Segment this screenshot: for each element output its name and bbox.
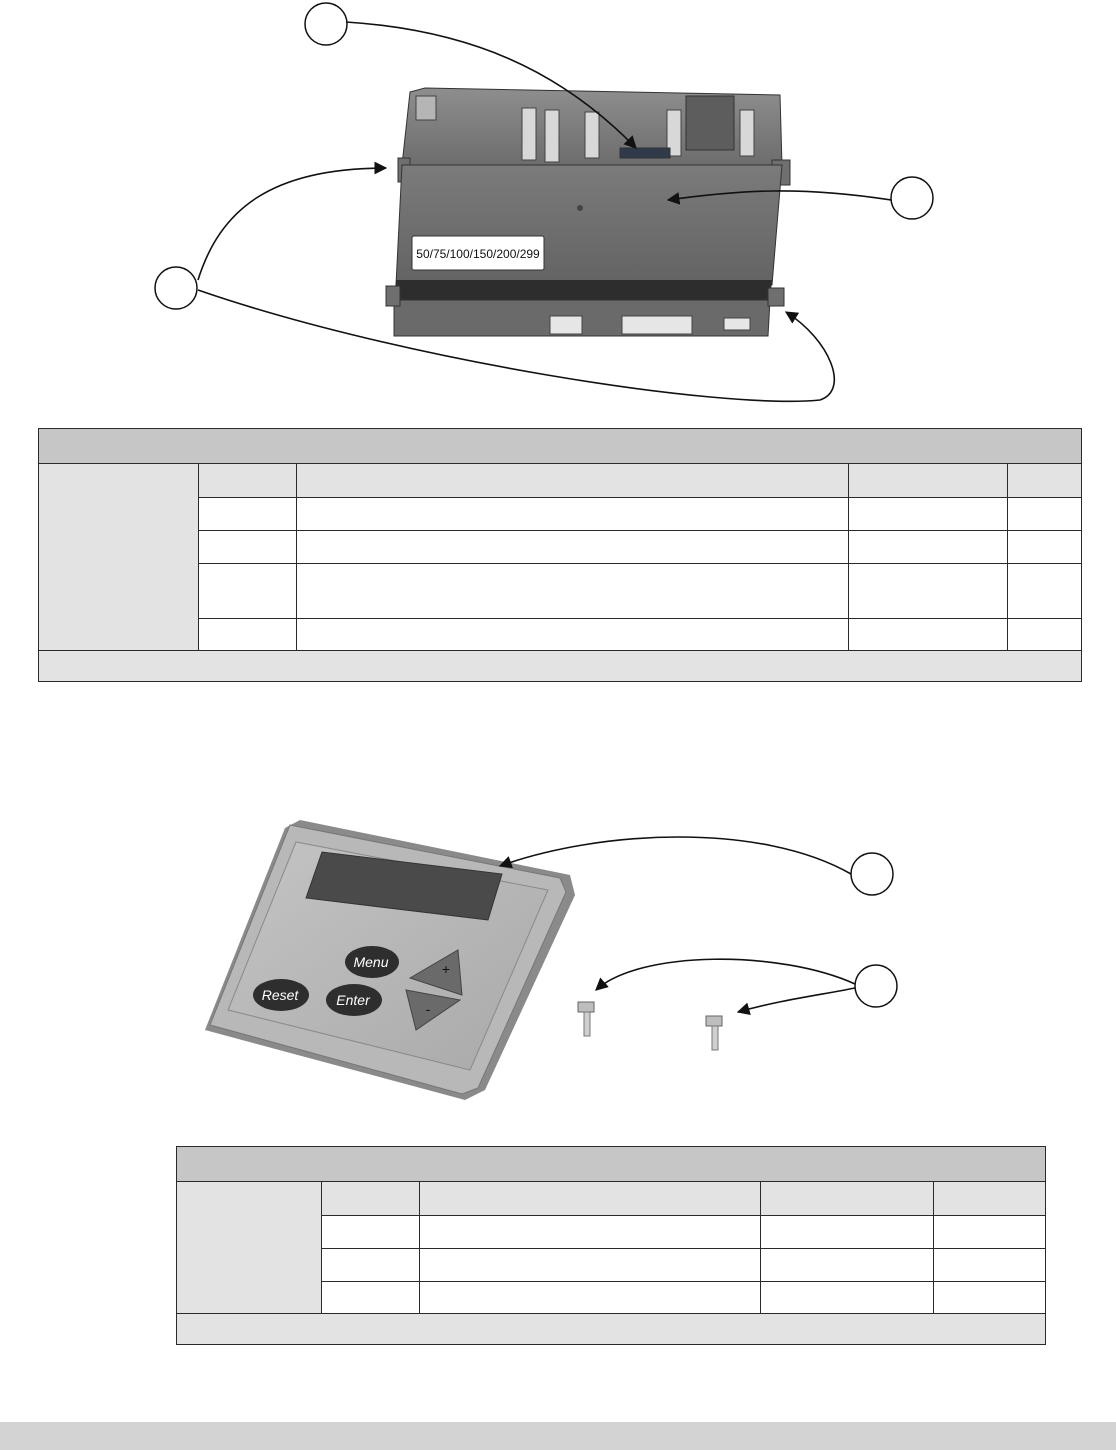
table-title bbox=[37, 428, 1083, 464]
screw-icon bbox=[705, 1015, 723, 1051]
table-row bbox=[39, 563, 1083, 619]
leader-line-display bbox=[498, 836, 852, 875]
leader-line-left-upper bbox=[197, 161, 388, 281]
table-row bbox=[39, 497, 1083, 531]
callout-circle-top bbox=[304, 2, 348, 46]
column-header bbox=[296, 463, 849, 498]
reset-button[interactable]: Reset bbox=[253, 979, 309, 1011]
leader-line-screw-left bbox=[595, 958, 856, 991]
leader-line-top bbox=[345, 21, 637, 149]
table-row bbox=[177, 1281, 1047, 1314]
column-header bbox=[419, 1181, 761, 1216]
table-footer bbox=[175, 1313, 1047, 1345]
table-row bbox=[39, 618, 1083, 651]
callout-circle-screws bbox=[854, 964, 898, 1008]
svg-text:+: + bbox=[442, 961, 450, 977]
enter-button[interactable]: Enter bbox=[326, 984, 382, 1016]
column-header bbox=[932, 1181, 1047, 1216]
table-row bbox=[39, 530, 1083, 564]
svg-text:Enter: Enter bbox=[336, 992, 371, 1008]
column-header bbox=[321, 1181, 420, 1216]
page-footer-band bbox=[0, 1422, 1116, 1450]
column-header bbox=[760, 1181, 934, 1216]
table-footer bbox=[37, 650, 1083, 682]
leader-line-screw-right bbox=[736, 987, 856, 1015]
display-module-figure: Menu Reset Enter + - bbox=[205, 820, 898, 1100]
leader-line-left-lower bbox=[197, 289, 836, 403]
model-label: 50/75/100/150/200/299 bbox=[411, 235, 545, 271]
display-screen bbox=[305, 851, 503, 921]
table-title bbox=[175, 1146, 1047, 1182]
column-header bbox=[198, 463, 297, 498]
table-row bbox=[177, 1215, 1047, 1249]
callout-circle-right bbox=[890, 176, 934, 220]
display-module-parts-table bbox=[175, 1146, 1047, 1345]
control-module-figure: 50/75/100/150/200/299 bbox=[154, 2, 934, 403]
callout-circle-display bbox=[850, 852, 894, 896]
callout-circle-left bbox=[154, 266, 198, 310]
model-label-text: 50/75/100/150/200/299 bbox=[416, 247, 540, 261]
leader-line-right bbox=[666, 190, 892, 205]
minus-button[interactable]: - bbox=[405, 989, 462, 1031]
table-row bbox=[177, 1248, 1047, 1282]
column-header bbox=[848, 463, 1008, 498]
control-module-parts-table bbox=[37, 428, 1083, 682]
svg-text:-: - bbox=[426, 1001, 431, 1017]
svg-text:Reset: Reset bbox=[262, 987, 300, 1003]
screw-icon bbox=[577, 1001, 595, 1037]
table-group-label bbox=[176, 1181, 322, 1314]
control-module-body bbox=[385, 87, 791, 337]
plus-button[interactable]: + bbox=[408, 949, 463, 996]
table-group-label bbox=[38, 463, 199, 651]
column-header bbox=[1006, 463, 1083, 498]
menu-button[interactable]: Menu bbox=[345, 946, 399, 978]
svg-text:Menu: Menu bbox=[353, 954, 388, 970]
